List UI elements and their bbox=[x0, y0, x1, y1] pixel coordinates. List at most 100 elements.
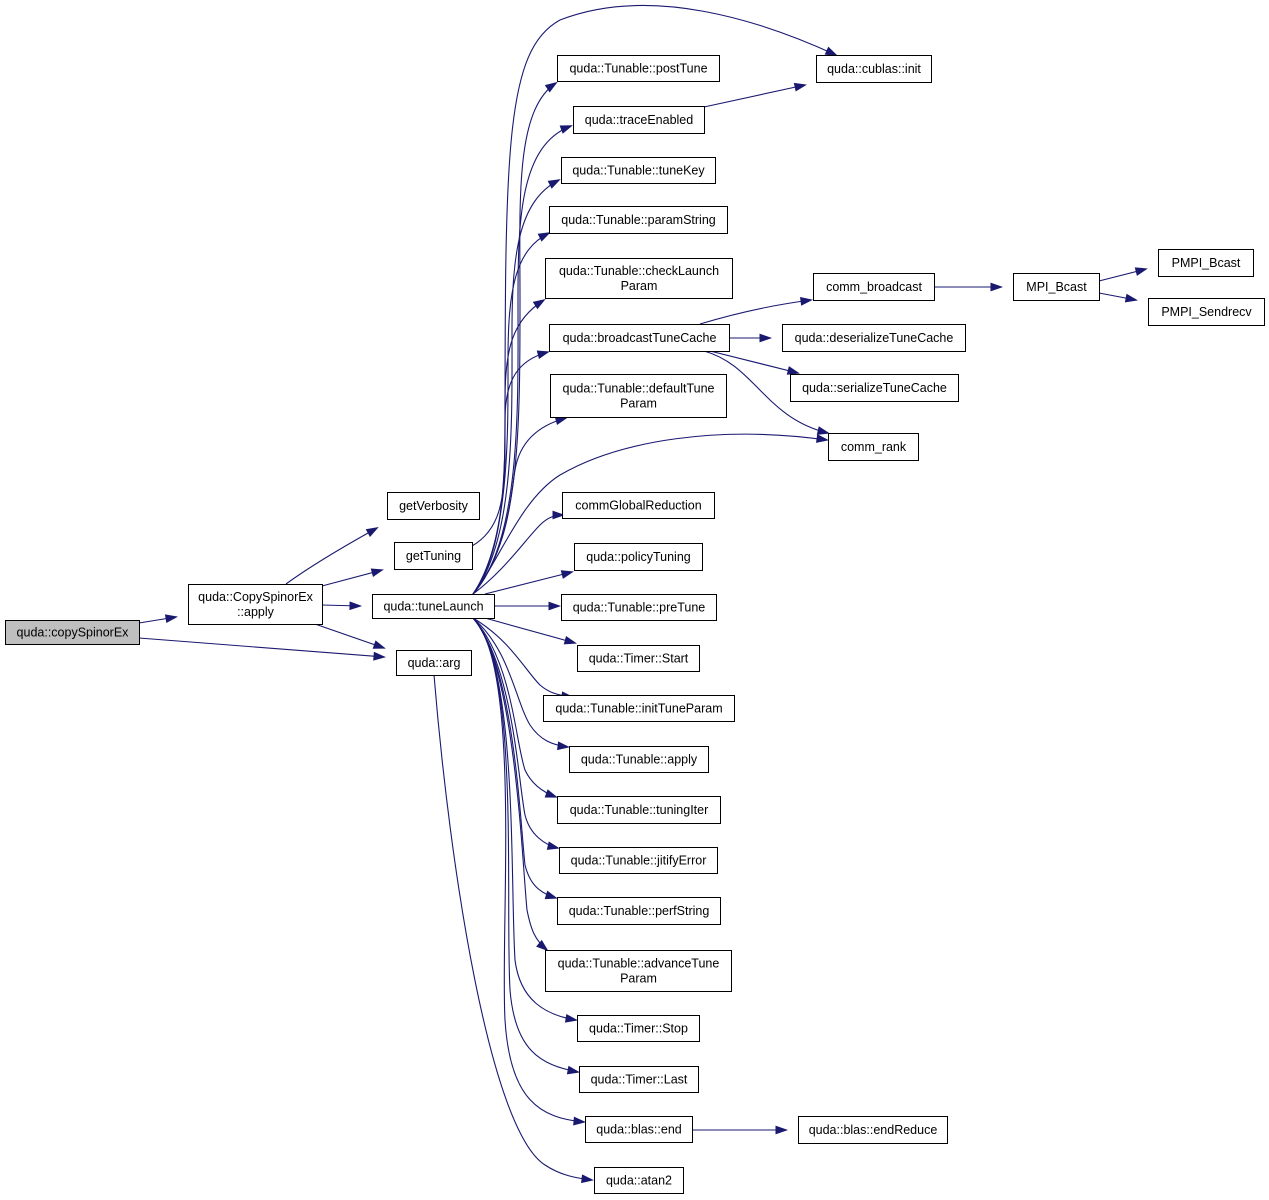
arrowhead bbox=[547, 179, 561, 189]
node-getTuning[interactable]: getTuning bbox=[394, 542, 473, 570]
node-timerStop[interactable]: quda::Timer::Stop bbox=[577, 1015, 700, 1042]
node-label: Param bbox=[620, 397, 657, 411]
node-tunableApply[interactable]: quda::Tunable::apply bbox=[569, 746, 709, 773]
node-postTune[interactable]: quda::Tunable::postTune bbox=[557, 55, 720, 82]
edge-line bbox=[484, 617, 576, 644]
arrowhead bbox=[824, 46, 838, 56]
node-initTuneParam[interactable]: quda::Tunable::initTuneParam bbox=[543, 695, 735, 722]
node-box bbox=[1013, 273, 1100, 301]
edge-line bbox=[314, 623, 385, 649]
node-PMPI_Bcast[interactable]: PMPI_Bcast bbox=[1158, 249, 1254, 277]
node-atan2[interactable]: quda::atan2 bbox=[594, 1167, 684, 1194]
node-label: getTuning bbox=[406, 549, 461, 563]
node-box bbox=[816, 55, 932, 83]
node-label: quda::deserializeTuneCache bbox=[795, 331, 954, 345]
edge-blasEnd-to-endReduce bbox=[692, 1125, 789, 1135]
arrowhead bbox=[563, 635, 577, 645]
node-box bbox=[557, 55, 720, 82]
arrowhead bbox=[816, 426, 830, 435]
edge-line bbox=[703, 350, 829, 434]
edge-tuneLaunch-to-commRank bbox=[472, 433, 829, 595]
edge-tuneLaunch-to-timerStart bbox=[484, 617, 577, 645]
edge-broadcastTuneCache-to-deserializeTuneCache bbox=[729, 333, 773, 343]
node-box bbox=[813, 273, 935, 301]
edge-line bbox=[285, 527, 378, 585]
node-MPI_Bcast[interactable]: MPI_Bcast bbox=[1013, 273, 1100, 301]
edge-tuneLaunch-to-tunableApply bbox=[472, 617, 570, 751]
node-serializeTuneCache[interactable]: quda::serializeTuneCache bbox=[790, 374, 959, 402]
node-commGlobalReduction[interactable]: commGlobalReduction bbox=[562, 492, 715, 519]
node-paramString[interactable]: quda::Tunable::paramString bbox=[549, 206, 728, 234]
arrowhead bbox=[349, 601, 363, 611]
node-box bbox=[562, 492, 715, 519]
arrowhead bbox=[759, 333, 773, 343]
arrowhead bbox=[373, 651, 386, 661]
node-policyTuning[interactable]: quda::policyTuning bbox=[574, 543, 703, 571]
node-label: quda::Tunable::perfString bbox=[569, 904, 710, 918]
node-box bbox=[545, 258, 733, 299]
node-box bbox=[573, 106, 705, 134]
arrowhead bbox=[536, 939, 549, 952]
node-preTune[interactable]: quda::Tunable::preTune bbox=[561, 594, 717, 621]
node-getVerbosity[interactable]: getVerbosity bbox=[387, 492, 480, 520]
node-box bbox=[1148, 298, 1265, 326]
node-tuneLaunch[interactable]: quda::tuneLaunch bbox=[372, 594, 495, 619]
node-CopySpinorEx_apply[interactable]: quda::CopySpinorEx::apply bbox=[188, 584, 323, 625]
arrowhead bbox=[548, 601, 562, 611]
node-broadcastTuneCache[interactable]: quda::broadcastTuneCache bbox=[549, 324, 730, 352]
node-tuneKey[interactable]: quda::Tunable::tuneKey bbox=[561, 157, 716, 184]
arrowhead bbox=[164, 614, 178, 624]
node-jitifyError[interactable]: quda::Tunable::jitifyError bbox=[559, 847, 718, 874]
edge-broadcastTuneCache-to-serializeTuneCache bbox=[709, 350, 800, 375]
arrowhead bbox=[370, 568, 384, 577]
node-label: quda::blas::endReduce bbox=[809, 1123, 938, 1137]
node-box bbox=[550, 374, 727, 418]
node-endReduce[interactable]: quda::blas::endReduce bbox=[798, 1116, 948, 1144]
node-box bbox=[545, 950, 732, 992]
edge-tuneLaunch-to-advanceTuneParam bbox=[472, 617, 549, 952]
edge-MPI_Bcast-to-PMPI_Sendrecv bbox=[1098, 292, 1138, 303]
node-label: quda::Tunable::jitifyError bbox=[571, 854, 707, 868]
edge-line bbox=[472, 617, 573, 698]
edge-MPI_Bcast-to-PMPI_Bcast bbox=[1098, 267, 1148, 282]
node-label: quda::Timer::Stop bbox=[589, 1022, 688, 1036]
node-box bbox=[828, 433, 919, 461]
edge-tuneLaunch-to-blasEnd bbox=[472, 617, 586, 1126]
node-box bbox=[1158, 249, 1254, 277]
edge-tuneLaunch-to-postTune bbox=[472, 81, 558, 595]
arrowhead bbox=[536, 350, 550, 359]
edge-tuneLaunch-to-jitifyError bbox=[472, 617, 560, 850]
arrowhead bbox=[990, 282, 1004, 292]
node-cublasInit[interactable]: quda::cublas::init bbox=[816, 55, 932, 83]
node-box bbox=[549, 206, 728, 234]
edge-tuneLaunch-to-initTuneParam bbox=[472, 617, 574, 701]
node-traceEnabled[interactable]: quda::traceEnabled bbox=[573, 106, 705, 134]
edge-tuneLaunch-to-perfString bbox=[472, 617, 558, 900]
node-box bbox=[557, 897, 721, 925]
node-blasEnd[interactable]: quda::blas::end bbox=[585, 1116, 693, 1143]
node-timerStart[interactable]: quda::Timer::Start bbox=[577, 645, 700, 672]
node-commRank[interactable]: comm_rank bbox=[828, 433, 919, 461]
edge-CopySpinorEx_apply-to-getTuning bbox=[321, 568, 384, 587]
node-arg[interactable]: quda::arg bbox=[396, 650, 472, 676]
edge-tuneLaunch-to-preTune bbox=[494, 601, 562, 611]
edge-line bbox=[472, 617, 569, 748]
node-PMPI_Sendrecv[interactable]: PMPI_Sendrecv bbox=[1148, 298, 1265, 326]
node-box bbox=[579, 1066, 699, 1093]
node-perfString[interactable]: quda::Tunable::perfString bbox=[557, 897, 721, 925]
node-box bbox=[559, 847, 718, 874]
edges-layer bbox=[138, 4, 1148, 1184]
edge-tuneLaunch-to-timerLast bbox=[472, 617, 580, 1075]
node-label: getVerbosity bbox=[399, 499, 469, 513]
node-commBroadcast[interactable]: comm_broadcast bbox=[813, 273, 935, 301]
edge-line bbox=[138, 637, 385, 658]
node-tuningIter[interactable]: quda::Tunable::tuningIter bbox=[557, 796, 721, 824]
node-timerLast[interactable]: quda::Timer::Last bbox=[579, 1066, 699, 1093]
node-box bbox=[782, 324, 966, 352]
node-label: quda::CopySpinorEx bbox=[198, 590, 313, 604]
node-label: comm_rank bbox=[841, 440, 907, 454]
node-deserializeTuneCache[interactable]: quda::deserializeTuneCache bbox=[782, 324, 966, 352]
